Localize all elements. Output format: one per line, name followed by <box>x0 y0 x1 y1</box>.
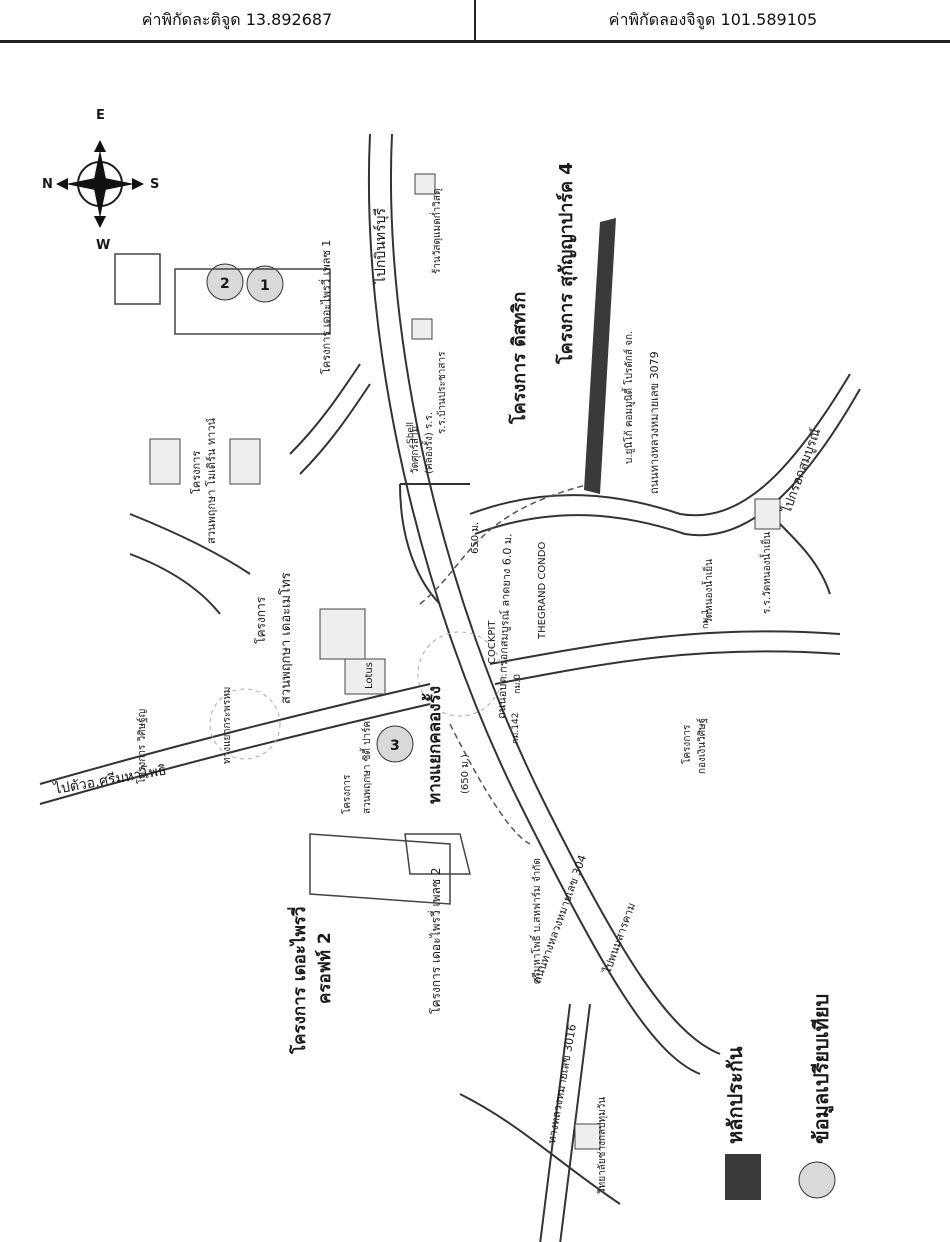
legend-comparable-label: ข้อมูลเปรียบเทียบ <box>809 994 835 1144</box>
to-srimahaphot-label: ไปตัวอ.ศรีมหาโพธิ <box>52 761 168 798</box>
project-sukyan-label: โครงการ สุกัญญาปาร์ค 4 <box>555 162 578 365</box>
project-city-b: สวนพฤกษา ซิตี้ ปาร์ค <box>359 721 373 814</box>
comparable-3 <box>376 725 414 763</box>
metro-icon <box>319 608 366 660</box>
coordinates-header: ค่าพิกัดละติจูด 13.892687 ค่าพิกัดลองจิจ… <box>0 0 950 43</box>
route-650m <box>419 483 591 605</box>
cockpit-label: COCKPIT <box>487 620 498 664</box>
longitude-label: ค่าพิกัดลองจิจูด 101.589105 <box>608 9 818 29</box>
dist-650b-label: (650 ม.) <box>460 754 471 794</box>
to-kabin-label: ไปกบินทร์บุรี <box>372 208 389 285</box>
local-road-label: ถนนอบต.กรอกสมบูรณ์ ลาดยาง 6.0 ม. <box>495 533 514 719</box>
lotus-store-icon <box>344 658 386 695</box>
location-map: E W N S 1 2 3 ไปกบินทร์บุรี ไปตัวอ.ศรีมห… <box>39 108 861 1242</box>
school-icon <box>754 498 781 530</box>
map-labels: ไปกบินทร์บุรี ไปตัวอ.ศรีมหาโพธิ ไปกรอกสม… <box>52 162 824 1194</box>
junction-label: ทางแยกคลองรั้ง <box>421 686 445 804</box>
km0-label: กม.0 <box>513 674 523 694</box>
junction-small-label: ทางแยกกระพรหม <box>222 687 233 764</box>
college-icon <box>574 1123 601 1150</box>
project-thepri1-label: โครงการ เดอะไพรวี่ เพลซ 1 <box>318 240 333 374</box>
project-metro-b: สวนพฤกษา เดอะเมโทร <box>278 572 294 704</box>
compass-n: N <box>42 177 53 192</box>
km1-label: กม.1 <box>701 609 711 629</box>
legend-comparable-swatch <box>798 1161 836 1199</box>
latitude-label: ค่าพิกัดละติจูด 13.892687 <box>0 0 476 40</box>
route-650m-b <box>449 723 531 845</box>
project-wisan-label: โครงการ วิศิษฐ์ญ <box>135 709 148 784</box>
school-nong-nam-yen-label: ร.ร.วัดหนองน้ำเย็น <box>759 532 773 614</box>
project-thepri2-sub: ครอฟท์ 2 <box>314 932 335 1004</box>
company-label: ศรีมหาโพธิ์ บ.สหฟาร์ม จำกัด <box>529 858 543 984</box>
subject-parcel <box>584 218 616 494</box>
comparable-markers: 1 2 3 <box>206 263 414 763</box>
project-thepri2-place: โครงการ เดอะไพรวี่ เพลซ 2 <box>427 868 443 1015</box>
project-modern-a: โครงการ <box>189 451 203 494</box>
comparable-1 <box>246 265 284 303</box>
legend-subject-swatch <box>725 1154 761 1200</box>
shop-label: ร้านวัสดุแมดก่ำวิสดุ <box>429 189 443 274</box>
road-3079-label: ถนนทางหลวงหมายเลข 3079 <box>648 351 661 494</box>
compass-rose <box>56 140 144 228</box>
school-prachasarn-label: ร.ร.บ้านประชาสาร <box>436 351 448 434</box>
to-krok-sombun-label: ไปกรอกสมบูรณ์ <box>778 426 824 516</box>
comparable-1-label: 1 <box>260 278 270 294</box>
compass-s: S <box>150 177 159 192</box>
dist-650a-label: 650 ม. <box>470 522 481 554</box>
project-city-a: โครงการ <box>340 774 353 814</box>
junction-circle-small <box>209 688 281 760</box>
legend-subject-label: หลักประกัน <box>723 1046 747 1144</box>
junction-circle <box>417 631 503 717</box>
grand-condo-label: THEGRAND CONDO <box>537 542 548 640</box>
comparable-3-label: 3 <box>390 738 400 754</box>
comparable-2 <box>206 263 244 301</box>
wat-label: วัดศุกร์สาม <box>409 426 421 474</box>
comparable-2-label: 2 <box>220 276 230 292</box>
lotus-label: Lotus <box>364 662 375 689</box>
legend: หลักประกัน ข้อมูลเปรียบเทียบ <box>723 994 836 1200</box>
wat-nong-nam-yen-label: วัดหนองน้ำเย็น <box>701 559 715 624</box>
modern-town-icon-a <box>149 438 181 485</box>
project-kongngoen-a: โครงการ <box>680 724 693 764</box>
school-prachasarn-icon <box>411 318 433 340</box>
project-dictrik-label: โครงการ ดิสทริก <box>508 292 530 425</box>
modern-town-icon-b <box>229 438 261 485</box>
compass-e: E <box>96 108 105 123</box>
building-icons <box>149 173 781 1150</box>
project-modern-b: สวนพฤกษา โมเดิร์น ทาวน์ <box>204 418 218 544</box>
project-kongngoen-b: กองเงินวิศิษฐ์ <box>696 718 708 774</box>
compass-w: W <box>96 238 110 253</box>
project-thepri2-title: โครงการ เดอะไพรวี่ <box>287 907 310 1055</box>
project-outlines <box>114 253 471 905</box>
college-label: วิทยาลัยช่างกลปทุมวัน <box>597 1097 608 1195</box>
project-metro-a: โครงการ <box>254 596 268 644</box>
shop-icon <box>414 173 436 195</box>
shell-label: Shell <box>406 422 416 444</box>
factory-label: บ.ยูนิโก้ คอมมูนิตี้ โปรดักส์ จก. <box>621 331 635 464</box>
wat-sub-label: (คลองรั้ง) ร.ร. <box>421 412 435 474</box>
km142-label: กม.142 <box>511 713 521 744</box>
